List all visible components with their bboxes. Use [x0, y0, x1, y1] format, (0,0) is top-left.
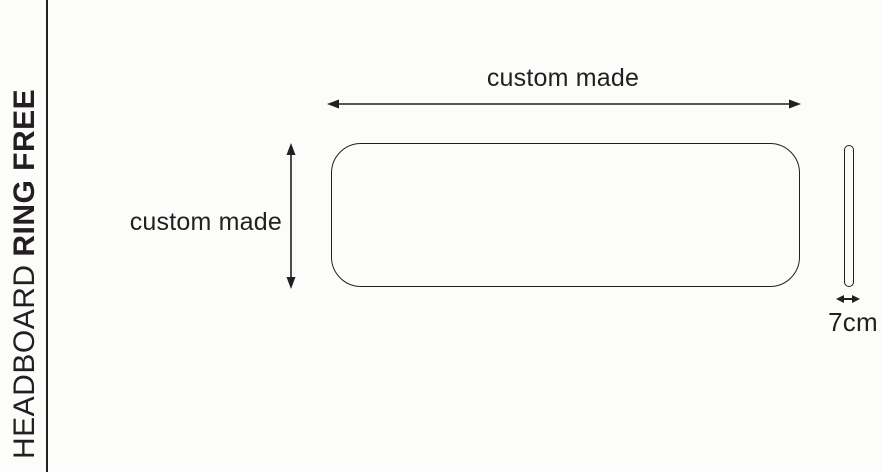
depth-dimension-label: 7cm: [828, 307, 878, 337]
headboard-front-view: [331, 143, 800, 287]
product-title: HEADBOARD RING FREE: [8, 88, 41, 459]
sidebar-divider: [46, 0, 48, 472]
product-category-label: HEADBOARD: [8, 264, 41, 459]
depth-dimension-arrow: [836, 295, 860, 303]
height-dimension-arrow: [286, 143, 296, 289]
headboard-side-view: [844, 145, 854, 287]
height-dimension-label: custom made: [129, 208, 282, 236]
width-dimension-arrow: [327, 99, 801, 109]
width-dimension-label: custom made: [486, 64, 640, 92]
product-name-label: RING FREE: [8, 88, 41, 257]
